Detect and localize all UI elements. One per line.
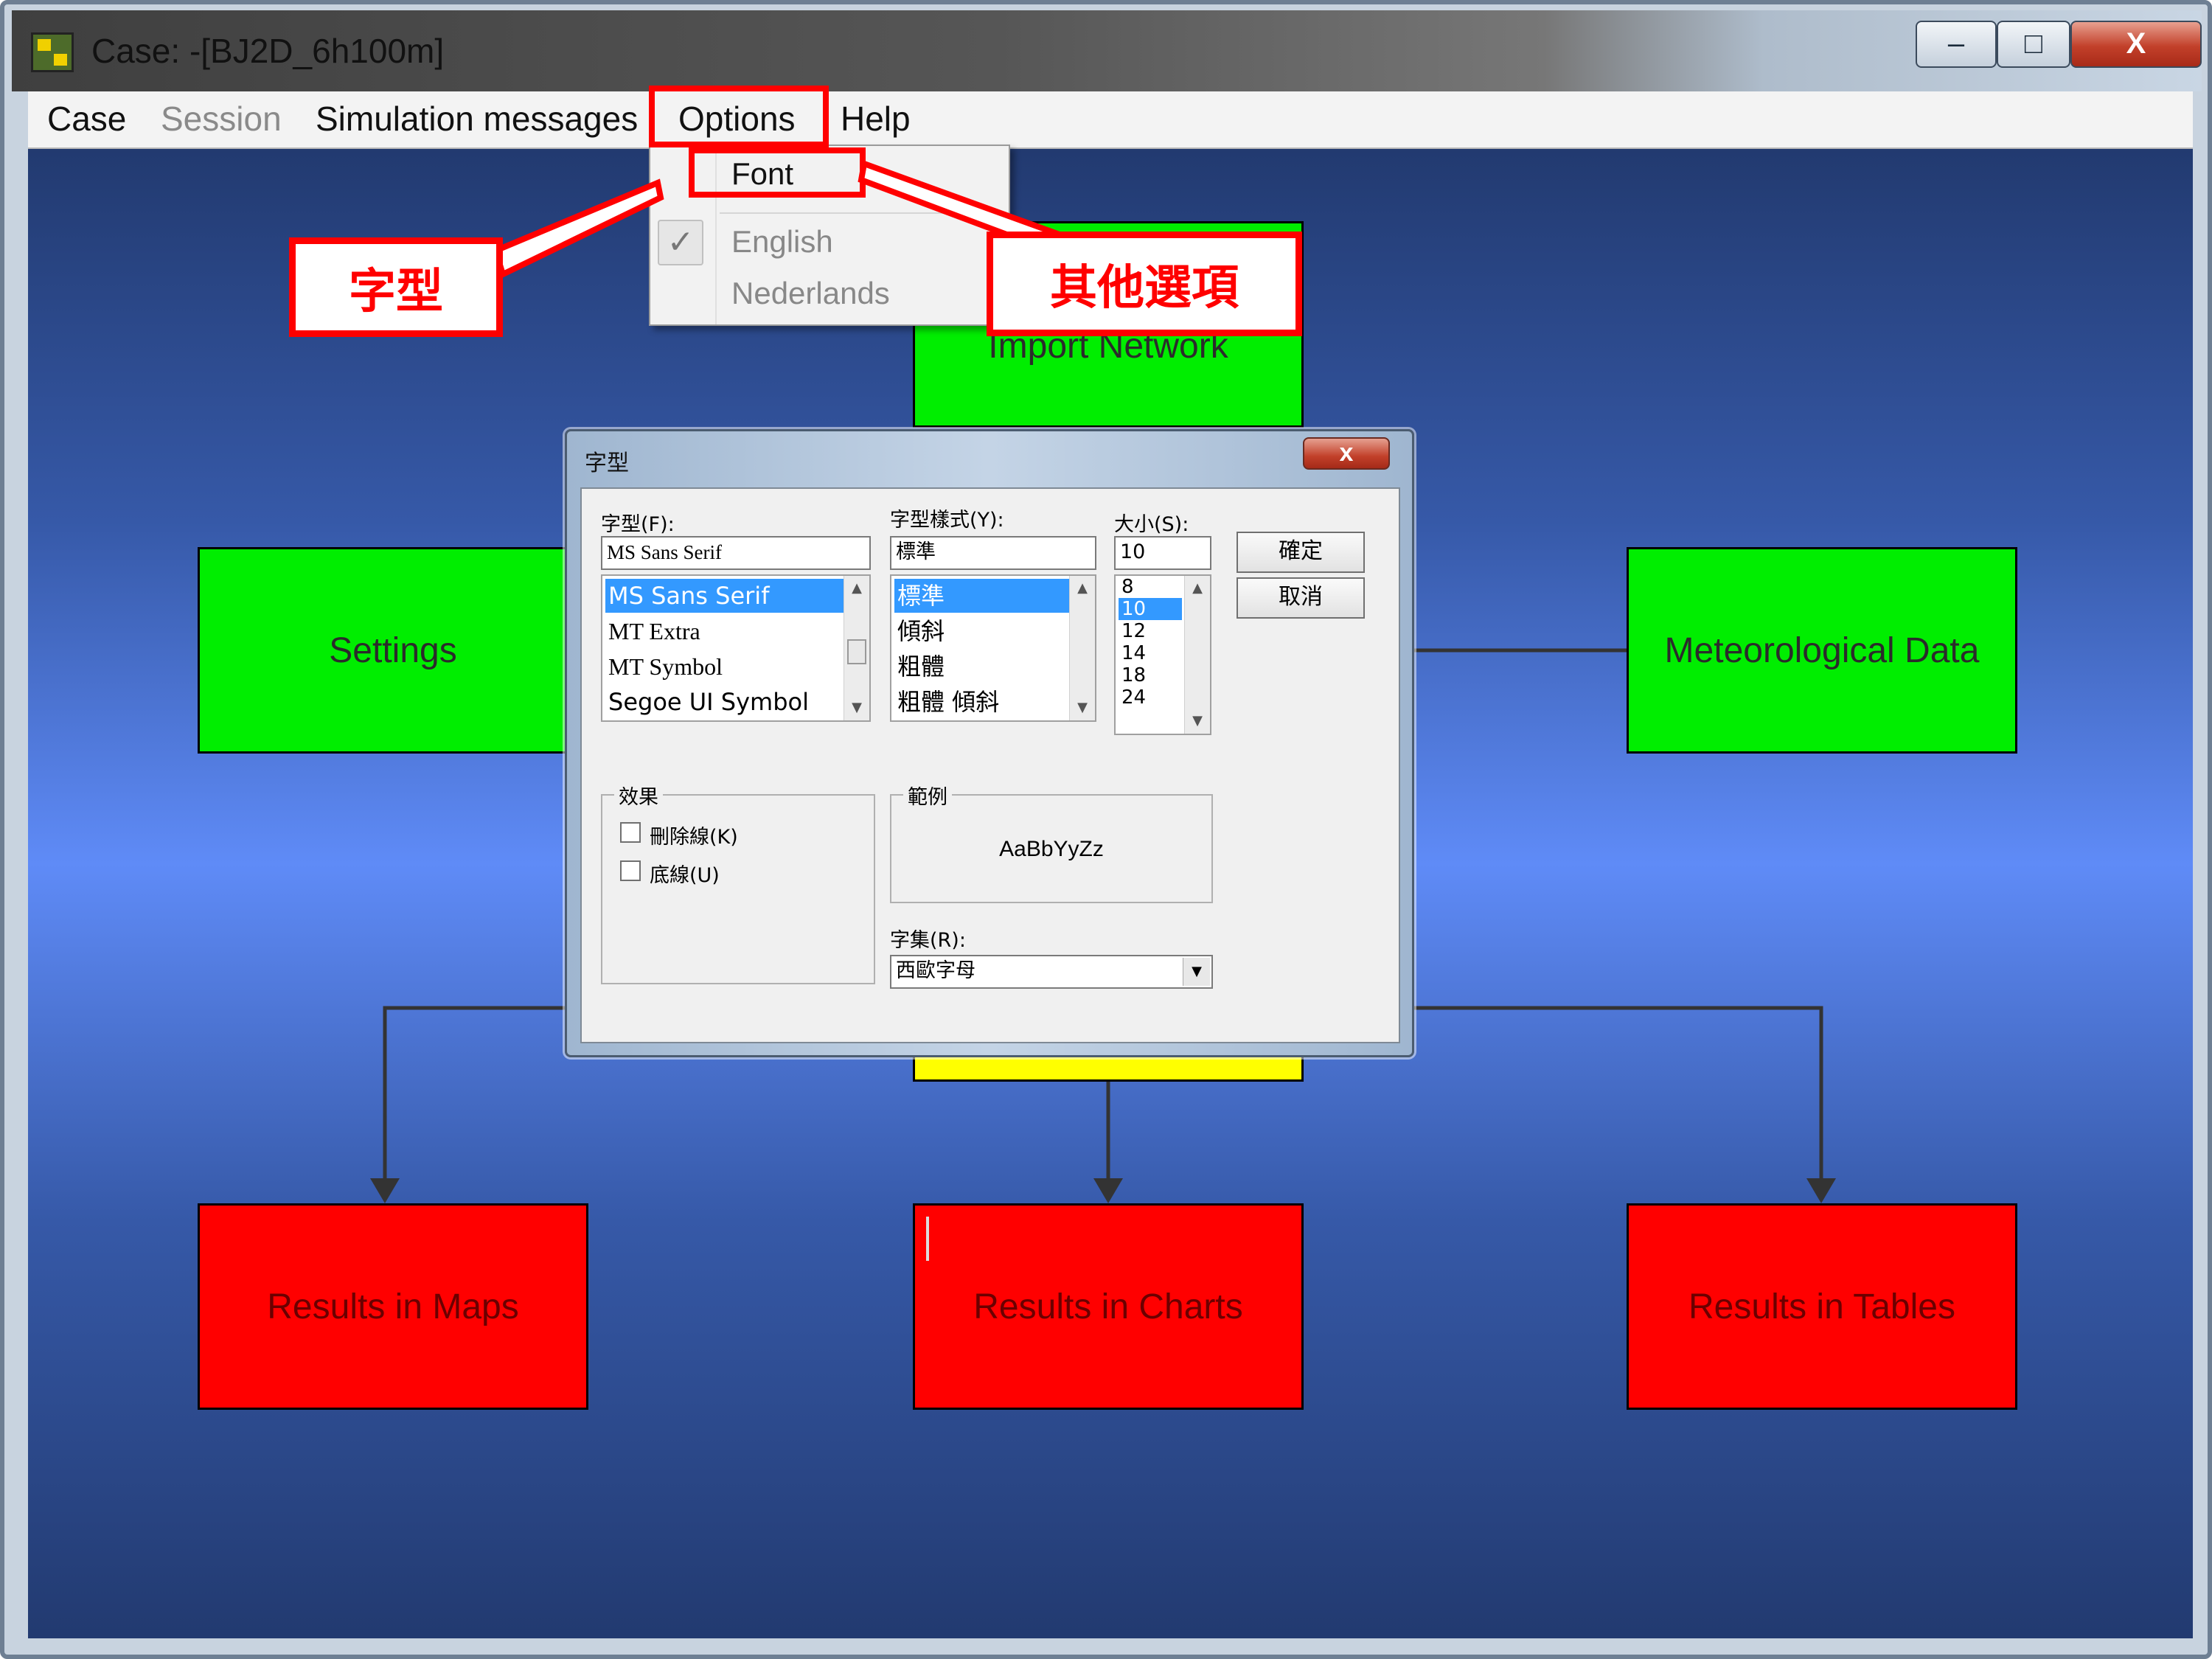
workflow-canvas: Import Network Settings Meteorological D… [28,149,2193,1638]
font-style-input[interactable]: 標準 [890,536,1096,570]
menu-case[interactable]: Case [47,100,127,138]
menu-bar: Case Session Simulation messages Options… [28,91,2193,149]
node-settings[interactable]: Settings [198,547,588,754]
title-bar[interactable]: Case: -[BJ2D_6h100m] – □ X [12,10,2202,91]
menu-help[interactable]: Help [841,100,911,138]
scroll-down-icon[interactable]: ▼ [1077,700,1088,715]
close-button[interactable]: X [2070,21,2202,68]
dialog-title: 字型 [585,451,629,476]
node-results-maps[interactable]: Results in Maps [198,1203,588,1410]
menu-options[interactable]: Options [678,100,796,138]
menu-item-font[interactable]: Font [731,156,794,191]
chevron-down-icon[interactable]: ▼ [1183,958,1210,986]
font-option[interactable]: MT Extra [608,618,700,644]
app-icon [31,32,74,72]
size-option[interactable]: 18 [1121,664,1147,686]
font-family-input[interactable]: MS Sans Serif [601,536,871,570]
menu-item-english[interactable]: English [731,224,833,259]
window-title: Case: -[BJ2D_6h100m] [91,32,445,70]
font-size-list[interactable]: 8 10 12 14 18 24 ▲ ▼ [1114,574,1211,735]
style-option[interactable]: 傾斜 [897,617,945,645]
menu-session[interactable]: Session [161,100,282,138]
menu-simulation-messages[interactable]: Simulation messages [316,100,639,138]
effects-group: 效果 刪除線(K) 底線(U) [601,781,875,984]
callout-font: 字型 [289,237,503,337]
style-option[interactable]: 粗體 [897,653,945,681]
menu-gutter [715,146,717,324]
arrowhead-maps [370,1178,400,1203]
dialog-body: 字型(F): MS Sans Serif MS Sans Serif MT Ex… [580,487,1400,1043]
strikeout-checkbox[interactable] [620,822,641,843]
style-option[interactable]: 粗體 傾斜 [897,688,1000,716]
ok-button[interactable]: 確定 [1237,532,1365,573]
size-option[interactable]: 10 [1119,598,1182,620]
size-option[interactable]: 12 [1121,620,1147,642]
font-size-label: 大小(S): [1114,513,1189,536]
font-family-list[interactable]: MS Sans Serif MT Extra MT Symbol Segoe U… [601,574,871,722]
scroll-down-icon[interactable]: ▼ [1192,713,1203,728]
font-list-scrollbar[interactable]: ▲ ▼ [844,576,869,720]
highlight-font [689,147,866,198]
size-option[interactable]: 24 [1121,686,1147,709]
font-option[interactable]: MS Sans Serif [605,579,844,613]
node-results-charts[interactable]: Results in Charts [913,1203,1304,1410]
font-dialog: 字型 x 字型(F): MS Sans Serif MS Sans Serif … [565,429,1414,1057]
arrowhead-tables [1806,1178,1836,1203]
node-results-tables[interactable]: Results in Tables [1627,1203,2017,1410]
callout-other-options: 其他選項 [987,232,1302,336]
check-icon: ✓ [658,220,703,265]
scroll-up-icon[interactable]: ▲ [1077,580,1088,596]
menu-item-nederlands[interactable]: Nederlands [731,276,890,310]
node-meteorological-data[interactable]: Meteorological Data [1627,547,2017,754]
font-family-label: 字型(F): [601,513,675,536]
menu-separator [720,212,1001,214]
strikeout-label: 刪除線(K) [650,826,738,849]
connector-tables [1304,1006,1823,1181]
script-label: 字集(R): [890,929,966,952]
arrowhead-charts [1093,1178,1123,1203]
scroll-thumb[interactable] [847,639,866,664]
sample-label: 範例 [903,781,952,810]
font-option[interactable]: Segoe UI Symbol [608,688,809,716]
underline-label: 底線(U) [650,864,720,887]
sample-text: AaBbYyZz [999,837,1104,861]
font-option[interactable]: MT Symbol [608,653,723,680]
font-style-label: 字型樣式(Y): [890,509,1004,532]
size-option[interactable]: 14 [1121,642,1147,664]
dialog-close-button[interactable]: x [1303,437,1390,470]
size-option[interactable]: 8 [1121,576,1134,598]
font-size-input[interactable]: 10 [1114,536,1211,570]
script-value: 西歐字母 [896,959,975,982]
font-style-list[interactable]: 標準 傾斜 粗體 粗體 傾斜 ▲ ▼ [890,574,1096,722]
highlight-options [649,86,829,147]
scroll-up-icon[interactable]: ▲ [1192,580,1203,596]
style-option[interactable]: 標準 [894,579,1070,613]
cancel-button[interactable]: 取消 [1237,577,1365,619]
scroll-down-icon[interactable]: ▼ [852,700,862,715]
script-select[interactable]: 西歐字母 ▼ [890,955,1213,989]
minimize-button[interactable]: – [1916,21,1997,68]
underline-checkbox[interactable] [620,860,641,881]
effects-label: 效果 [614,781,663,810]
sample-group: 範例 AaBbYyZz [890,781,1213,903]
style-list-scrollbar[interactable]: ▲ ▼ [1069,576,1095,720]
text-cursor [926,1217,929,1261]
maximize-button[interactable]: □ [1997,21,2070,68]
size-list-scrollbar[interactable]: ▲ ▼ [1184,576,1210,734]
scroll-up-icon[interactable]: ▲ [852,580,862,596]
